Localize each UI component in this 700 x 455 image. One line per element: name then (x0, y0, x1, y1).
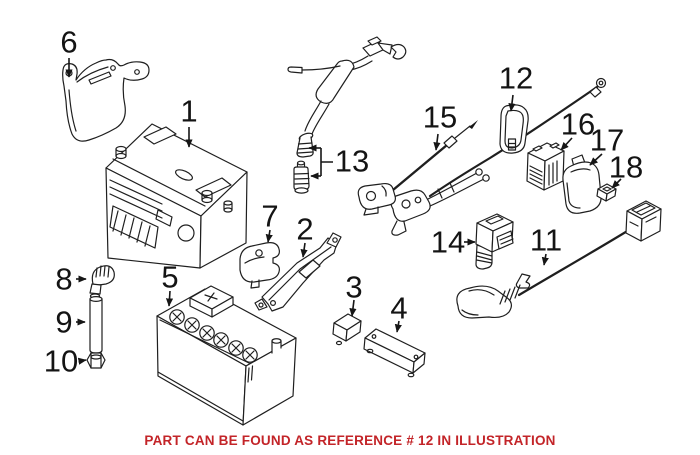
callout-11: 11 (529, 222, 563, 258)
cable-part-15 (357, 120, 478, 216)
cover-part-17 (562, 154, 602, 214)
reference-caption: PART CAN BE FOUND AS REFERENCE # 12 IN I… (144, 433, 556, 448)
battery-part-5 (156, 285, 297, 426)
battery-part-1 (105, 123, 248, 269)
bar-part-4 (363, 328, 426, 378)
vent-tube-part-9 (89, 296, 103, 354)
callout-17: 17 (589, 122, 625, 158)
callout-3: 3 (345, 269, 363, 305)
bracket-part-6 (62, 58, 150, 142)
callout-arrows (65, 58, 622, 365)
clip-part-18 (596, 183, 617, 202)
module-part-16 (526, 142, 565, 191)
callout-2: 2 (296, 211, 314, 247)
cable-part-13 (287, 36, 407, 194)
callout-9: 9 (55, 304, 73, 340)
bracket-part-2 (254, 232, 342, 312)
pad-part-3 (332, 313, 362, 346)
callout-8: 8 (55, 261, 73, 297)
callout-16: 16 (560, 106, 596, 142)
nut-part-10 (86, 352, 106, 369)
vent-elbow-part-8 (89, 265, 115, 299)
callout-6: 6 (60, 24, 78, 60)
cable-part-12 (390, 77, 607, 236)
callout-13: 13 (334, 143, 370, 179)
callout-12: 12 (498, 60, 534, 96)
clamp-part-7 (239, 242, 280, 289)
callout-1: 1 (180, 93, 198, 129)
callout-10: 10 (43, 343, 79, 379)
callout-18: 18 (608, 149, 644, 185)
callout-5: 5 (161, 259, 179, 295)
callout-15: 15 (422, 99, 458, 135)
connector-part-14 (475, 213, 514, 270)
callout-4: 4 (390, 290, 408, 326)
callout-7: 7 (261, 198, 279, 234)
callout-14: 14 (430, 224, 466, 260)
cable-part-11 (456, 200, 662, 319)
cover-plate-part-12 (499, 104, 529, 154)
